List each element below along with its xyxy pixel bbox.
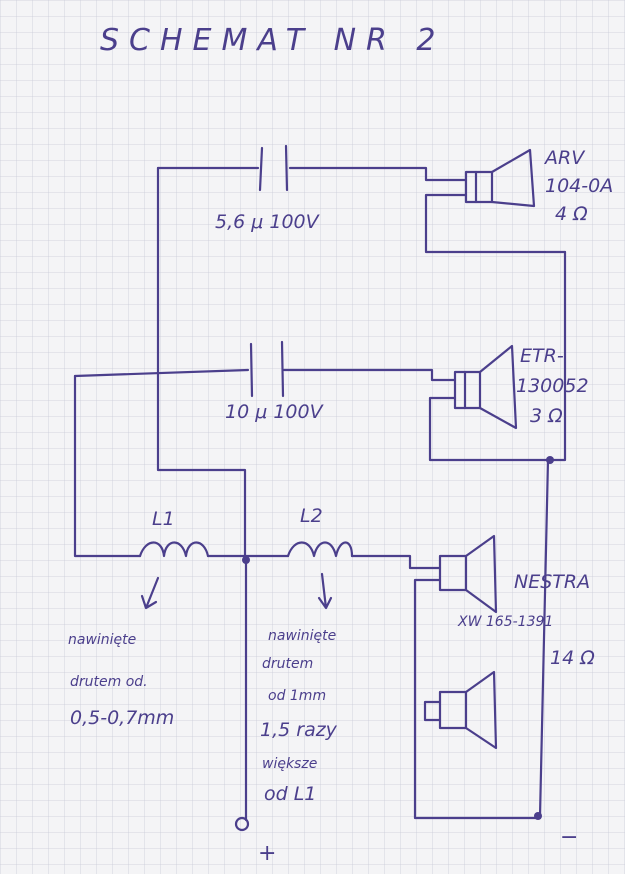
wire-tweeter-return	[424, 193, 567, 254]
note-l1-line-2: drutem od.	[70, 674, 148, 690]
inductor-l2-label: L2	[300, 505, 323, 527]
wire-woofer2-link	[423, 700, 442, 722]
note-l2-line-3: od 1mm	[268, 688, 326, 704]
woofer-upper-speaker-icon	[438, 534, 498, 614]
note-l2-line-4: 1,5 razy	[260, 719, 338, 741]
note-l1-arrow	[140, 576, 160, 610]
woofer-label-line-1: NESTRA	[514, 571, 590, 593]
tweeter-label-line-1: ARV	[543, 147, 586, 169]
note-l2-line-5: większe	[262, 756, 317, 772]
inductor-l1	[138, 541, 210, 558]
note-l1-line-3: 0,5-0,7mm	[70, 707, 174, 729]
inductor-l2	[286, 541, 354, 558]
wire-right-rail-lower	[538, 458, 550, 818]
note-l2-line-2: drutem	[262, 656, 313, 672]
midrange-speaker-icon	[453, 344, 518, 430]
inductor-l1-label: L1	[152, 508, 175, 530]
wire-midrange-return	[428, 396, 554, 462]
tweeter-label-line-2: 104-0A	[545, 175, 613, 197]
terminal-plus-label: +	[258, 841, 276, 866]
wire-mid-right	[282, 368, 457, 382]
wire-woofer-return	[413, 578, 542, 820]
midrange-label-line-3: 3 Ω	[530, 405, 563, 427]
wire-top-right	[288, 166, 468, 182]
junction-dot-bottom-right	[534, 812, 542, 820]
wiring	[73, 166, 567, 822]
wire-c2-left-rail	[73, 374, 142, 558]
note-l2-arrow	[317, 572, 333, 610]
capacitor-c1	[258, 144, 289, 192]
note-l1-line-1: nawinięte	[68, 632, 136, 648]
wire-mid-left	[73, 368, 250, 378]
capacitor-c1-label: 5,6 μ 100V	[215, 211, 321, 233]
junction-dot-right	[546, 456, 554, 464]
woofer-label-line-3: 14 Ω	[550, 647, 595, 669]
note-l2-line-1: nawinięte	[268, 628, 336, 644]
wire-l2-woofer	[350, 554, 442, 570]
capacitor-c2-label: 10 μ 100V	[225, 401, 325, 423]
woofer-lower-speaker-icon	[438, 670, 498, 750]
midrange-label-line-2: 130052	[516, 375, 589, 397]
tweeter-label-line-3: 4 Ω	[555, 203, 588, 225]
tweeter-speaker-icon	[464, 148, 536, 208]
schematic-title: SCHEMAT NR 2	[100, 23, 446, 58]
woofer-label-line-2: XW 165-1391	[457, 614, 553, 630]
capacitor-c2	[249, 340, 285, 398]
terminal-plus-ring	[234, 816, 250, 832]
wire-c1-left-rail	[156, 166, 247, 562]
midrange-label-line-1: ETR-	[520, 345, 564, 367]
junction-dot-center	[242, 556, 250, 564]
note-l2-line-6: od L1	[264, 783, 316, 805]
terminal-minus-label: −	[560, 825, 578, 850]
